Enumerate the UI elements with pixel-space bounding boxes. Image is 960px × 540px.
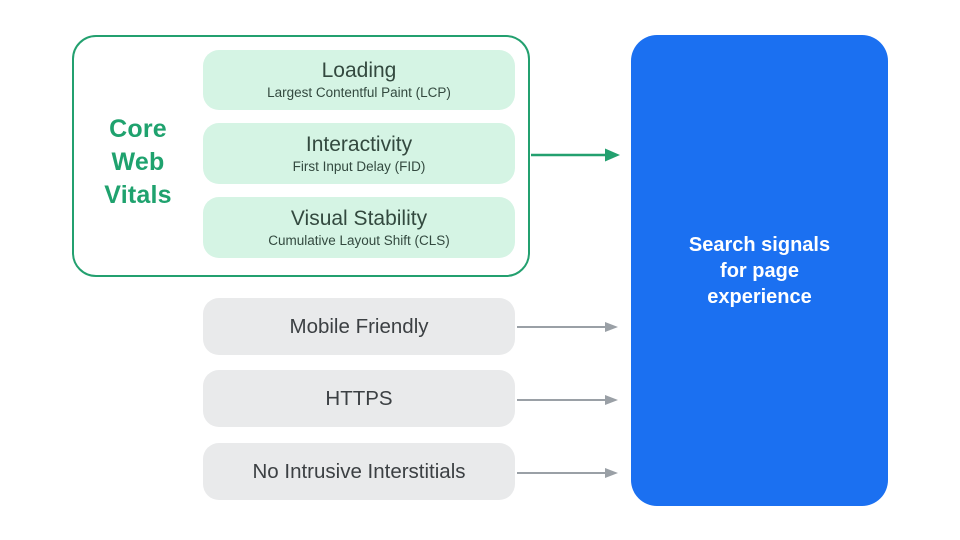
metric-card-visual-stability: Visual Stability Cumulative Layout Shift… [203,197,515,258]
signal-card-https: HTTPS [203,370,515,427]
arrow-mobile-friendly-to-result [517,322,618,332]
metric-subtitle: Largest Contentful Paint (LCP) [267,85,451,100]
signal-card-no-intrusive-interstitials: No Intrusive Interstitials [203,443,515,500]
metric-card-interactivity: Interactivity First Input Delay (FID) [203,123,515,184]
signal-label: Mobile Friendly [289,314,429,338]
arrow-no-intrusive-interstitials-to-result [517,468,618,478]
signal-label: No Intrusive Interstitials [252,459,466,483]
metric-title: Interactivity [305,132,413,156]
metric-subtitle: First Input Delay (FID) [292,158,426,174]
metric-card-loading: Loading Largest Contentful Paint (LCP) [203,50,515,110]
signal-card-mobile-friendly: Mobile Friendly [203,298,515,355]
search-signals-box: Search signals for page experience [631,35,888,506]
signal-label: HTTPS [325,386,393,410]
core-web-vitals-label: Core Web Vitals [72,113,204,212]
search-signals-label-line: for page [720,259,799,282]
arrow-core-web-vitals-to-result [531,148,620,162]
core-web-vitals-label-line: Vitals [104,181,172,209]
search-signals-label-line: Search signals [688,233,831,256]
core-web-vitals-label-line: Core [109,115,167,143]
search-signals-label: Search signals for page experience [689,232,830,310]
search-signals-label-line: experience [707,285,812,308]
metric-title: Loading [321,59,397,82]
metric-subtitle: Cumulative Layout Shift (CLS) [268,232,450,248]
metric-title: Visual Stability [290,206,428,230]
core-web-vitals-label-line: Web [111,148,165,176]
arrow-https-to-result [517,395,618,405]
